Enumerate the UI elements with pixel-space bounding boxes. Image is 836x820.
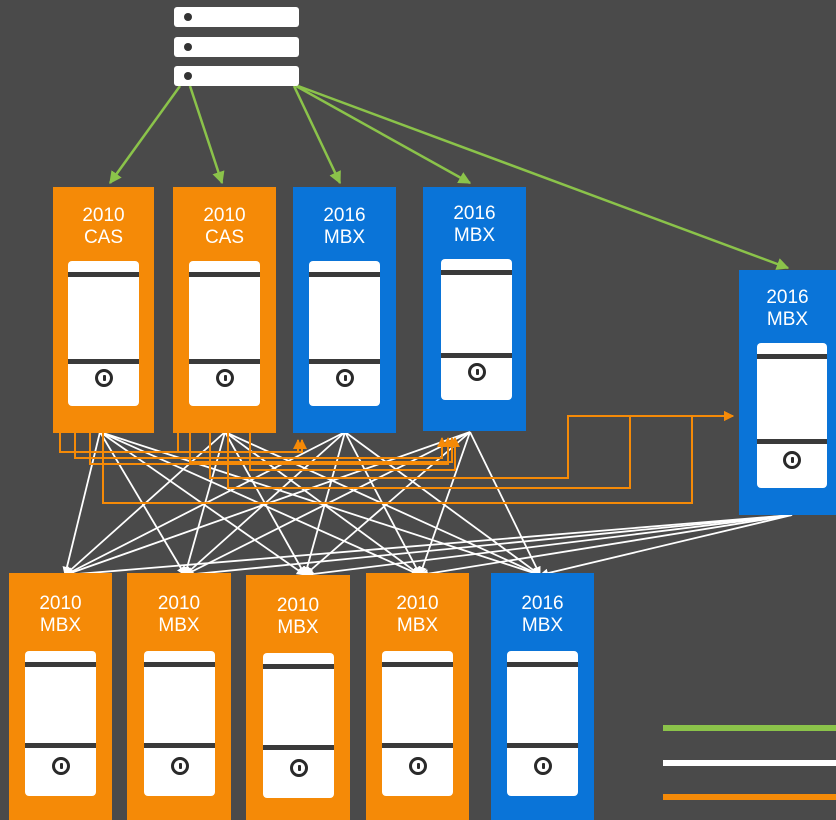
node-2016-mbx-2: 2016 MBX bbox=[423, 187, 526, 431]
server-rack-icon bbox=[184, 72, 192, 80]
orange-arrows bbox=[59, 411, 734, 504]
node-version: 2010 bbox=[157, 593, 201, 614]
node-version: 2010 bbox=[276, 595, 320, 616]
legend-line-orange bbox=[663, 794, 836, 800]
server-rack-icon bbox=[184, 13, 192, 21]
server-icon bbox=[263, 653, 334, 798]
node-role: MBX bbox=[453, 225, 496, 246]
node-2010-cas-2: 2010 CAS bbox=[173, 187, 276, 433]
node-role: MBX bbox=[39, 615, 82, 636]
node-role: MBX bbox=[323, 227, 366, 248]
server-icon bbox=[382, 651, 453, 796]
node-role: MBX bbox=[277, 617, 319, 638]
green-arrow-mbx2016-1 bbox=[292, 85, 342, 185]
node-version: 2016 bbox=[323, 205, 366, 226]
power-button-icon bbox=[335, 369, 354, 387]
power-button-icon bbox=[408, 757, 427, 775]
server-icon bbox=[507, 651, 578, 796]
green-arrow-mbx2016-2 bbox=[295, 84, 472, 185]
power-button-icon bbox=[51, 757, 70, 775]
node-role: MBX bbox=[766, 309, 809, 330]
server-icon bbox=[757, 343, 827, 488]
node-version: 2010 bbox=[82, 205, 125, 226]
node-role: MBX bbox=[158, 615, 200, 636]
server-rack-icon bbox=[184, 43, 192, 51]
power-button-icon bbox=[783, 451, 801, 469]
power-button-icon bbox=[94, 369, 113, 387]
power-button-icon bbox=[289, 759, 308, 777]
power-button-icon bbox=[533, 757, 552, 775]
node-role: MBX bbox=[521, 615, 564, 636]
power-button-icon bbox=[170, 757, 189, 775]
server-icon bbox=[68, 261, 139, 406]
green-arrow-mbx2016-3 bbox=[297, 84, 790, 270]
node-2010-mbx-3: 2010 MBX bbox=[246, 575, 350, 820]
node-2010-cas-1: 2010 CAS bbox=[53, 187, 154, 433]
node-version: 2010 bbox=[39, 593, 82, 614]
legend-line-green bbox=[663, 725, 836, 731]
rack-unit-3 bbox=[174, 66, 299, 86]
green-arrow-cas-2 bbox=[188, 85, 225, 185]
power-button-icon bbox=[215, 369, 234, 387]
node-version: 2016 bbox=[521, 593, 564, 614]
node-version: 2010 bbox=[203, 205, 246, 226]
green-arrows bbox=[108, 84, 790, 270]
server-icon bbox=[309, 261, 380, 406]
server-icon bbox=[144, 651, 215, 796]
node-role: CAS bbox=[204, 227, 245, 248]
node-2016-mbx-1: 2016 MBX bbox=[293, 187, 396, 433]
node-version: 2016 bbox=[766, 287, 809, 308]
green-arrow-cas-1 bbox=[108, 85, 182, 185]
node-2010-mbx-4: 2010 MBX bbox=[366, 573, 469, 820]
node-role: CAS bbox=[83, 227, 124, 248]
power-button-icon bbox=[467, 363, 486, 381]
server-icon bbox=[25, 651, 96, 796]
rack-unit-2 bbox=[174, 37, 299, 57]
node-2016-mbx-4: 2016 MBX bbox=[491, 573, 594, 820]
node-version: 2016 bbox=[453, 203, 496, 224]
legend-line-white bbox=[663, 760, 836, 766]
rack-unit-1 bbox=[174, 7, 299, 27]
node-version: 2010 bbox=[396, 593, 439, 614]
node-role: MBX bbox=[396, 615, 439, 636]
node-2010-mbx-1: 2010 MBX bbox=[9, 573, 112, 820]
node-2010-mbx-2: 2010 MBX bbox=[127, 573, 231, 820]
server-icon bbox=[441, 259, 512, 400]
node-2016-mbx-3: 2016 MBX bbox=[739, 270, 836, 515]
server-icon bbox=[189, 261, 260, 406]
